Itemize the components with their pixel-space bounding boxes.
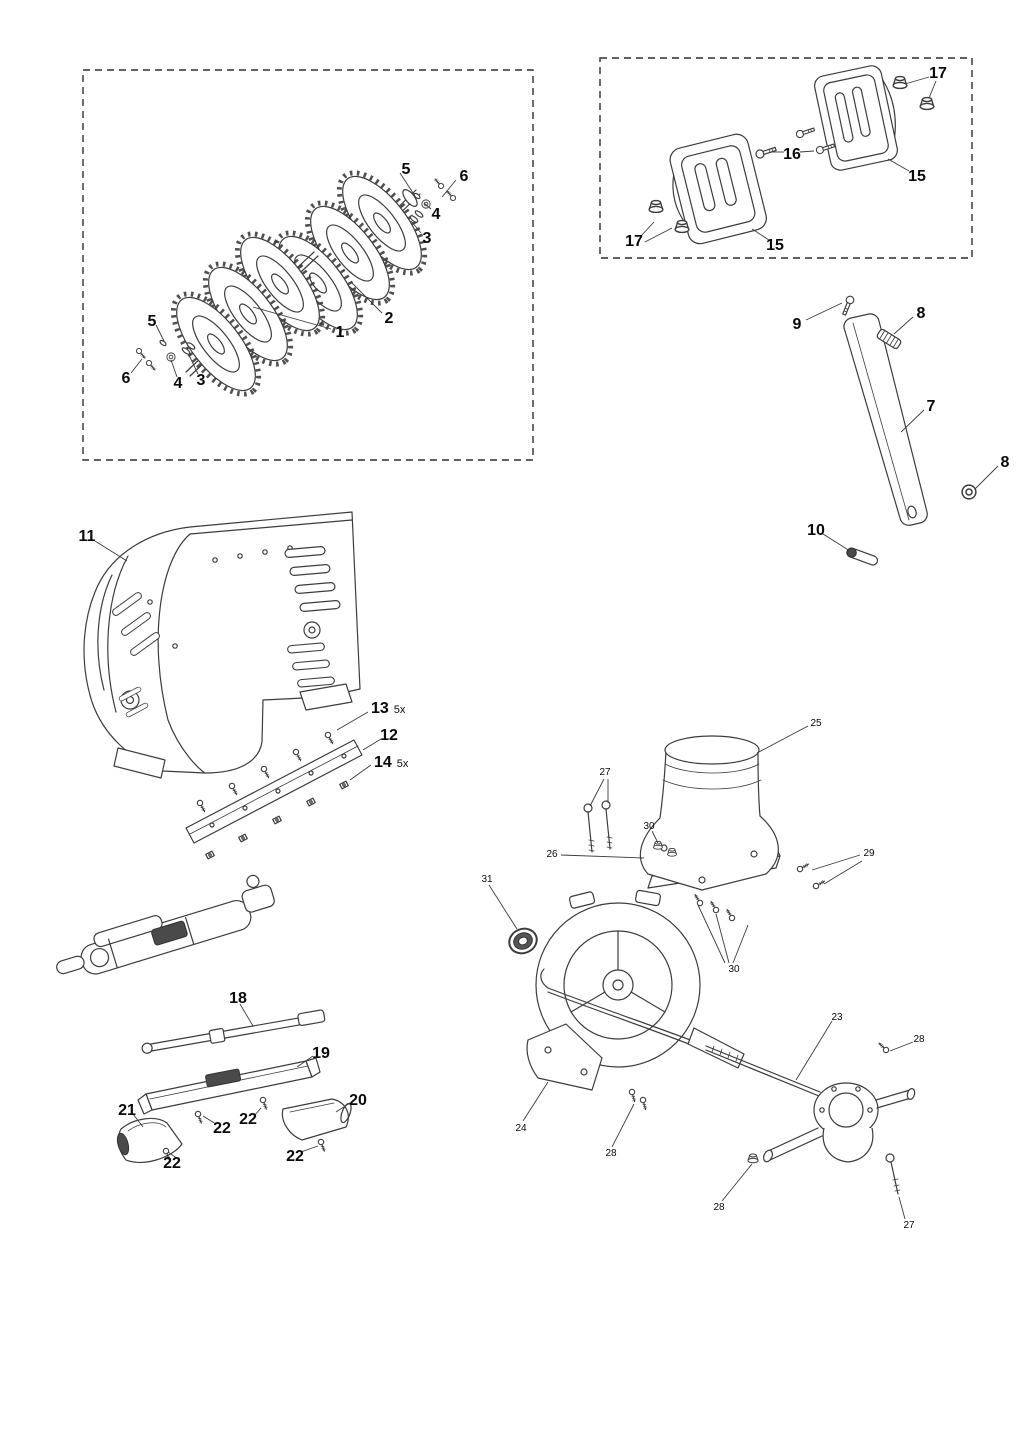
callout-12: 12 [380, 727, 398, 744]
callout-28-c: 28 [713, 1202, 725, 1213]
callout-13: 13 5x [371, 700, 406, 717]
callout-14: 14 5x [374, 754, 409, 771]
nut-28-c [747, 1153, 759, 1164]
callout-22-c: 22 [163, 1155, 181, 1172]
callout-19: 19 [312, 1045, 330, 1062]
bolt-6-right-a [432, 176, 446, 191]
leader-lines [94, 76, 999, 1220]
skid-plate-left [669, 133, 767, 245]
bolt-9 [840, 294, 856, 317]
callout-4-a: 4 [432, 206, 441, 223]
skid-plate-right [814, 65, 898, 171]
callout-8-b: 8 [1001, 454, 1010, 471]
callout-8-a: 8 [917, 305, 926, 322]
callout-30-a: 30 [643, 821, 655, 832]
callout-5-b: 5 [148, 313, 157, 330]
callout-15-b: 15 [766, 237, 784, 254]
callout-27-a: 27 [599, 767, 611, 778]
shaft-gearbox-23 [705, 1045, 916, 1163]
callout-4-b: 4 [174, 375, 183, 392]
bolt-27-lower [885, 1153, 901, 1195]
callout-6-b: 6 [122, 370, 131, 387]
callout-31: 31 [481, 874, 493, 885]
callout-23: 23 [831, 1012, 843, 1023]
callout-14-qty: 5x [397, 758, 409, 770]
callout-29: 29 [863, 848, 875, 859]
callout-15-a: 15 [908, 168, 926, 185]
callout-5-a: 5 [402, 161, 411, 178]
callout-28-a: 28 [913, 1034, 925, 1045]
callout-13-number: 13 [371, 700, 389, 717]
callout-10: 10 [807, 522, 825, 539]
callout-3-b: 3 [197, 372, 206, 389]
screws-29 [795, 861, 827, 891]
bolt-6-left-a [134, 346, 148, 361]
callout-30-b: 30 [728, 964, 740, 975]
callout-27-b: 27 [903, 1220, 915, 1231]
bolt-28-a [876, 1040, 891, 1055]
impeller-housing-24 [526, 889, 745, 1091]
scraper-bar [185, 739, 363, 844]
callout-26: 26 [546, 849, 558, 860]
brand-label-icon [151, 920, 188, 946]
auger-hardware-right [409, 176, 458, 223]
pin-10 [846, 547, 879, 566]
callout-14-number: 14 [374, 754, 392, 771]
callout-16: 16 [783, 146, 801, 163]
bolts-28-b [628, 1088, 649, 1111]
callout-3-a: 3 [423, 230, 432, 247]
clip-8 [876, 328, 902, 350]
callout-22-b: 22 [239, 1111, 257, 1128]
callout-13-qty: 5x [394, 704, 406, 716]
bolt-6-left-b [144, 358, 158, 373]
auger-housing [83, 511, 361, 779]
deflector-side-right-20 [281, 1098, 352, 1141]
washer-4-left [166, 352, 176, 362]
callout-21: 21 [118, 1102, 136, 1119]
callout-22-a: 22 [213, 1120, 231, 1137]
callout-2: 2 [385, 310, 394, 327]
chute-crank-assembly [56, 874, 275, 975]
callouts: 5 6 4 3 2 1 5 6 4 3 17 16 15 17 15 9 8 7… [79, 65, 1010, 1231]
callout-25: 25 [810, 718, 822, 729]
skid-plate-box [599, 57, 973, 259]
chute-base-25 [639, 735, 779, 891]
callout-18: 18 [229, 990, 247, 1007]
cleanout-tool-bar [843, 313, 928, 526]
deflector-panel [137, 1057, 321, 1115]
bolts-27-upper [583, 800, 613, 853]
callout-20: 20 [349, 1092, 367, 1109]
washer-8 [961, 484, 977, 500]
callout-17-a: 17 [929, 65, 947, 82]
callout-17-b: 17 [625, 233, 643, 250]
callout-24: 24 [515, 1123, 527, 1134]
brand-label-icon [205, 1068, 242, 1088]
callout-7: 7 [927, 398, 936, 415]
callout-6-a: 6 [460, 168, 469, 185]
callout-11: 11 [79, 528, 96, 545]
bearing-31 [508, 927, 538, 955]
callout-22-d: 22 [286, 1148, 304, 1165]
callout-28-b: 28 [605, 1148, 617, 1159]
auger-hardware-left [134, 339, 196, 373]
callout-1: 1 [336, 324, 345, 341]
callout-9: 9 [793, 316, 802, 333]
chute-control-rod [141, 1009, 326, 1054]
